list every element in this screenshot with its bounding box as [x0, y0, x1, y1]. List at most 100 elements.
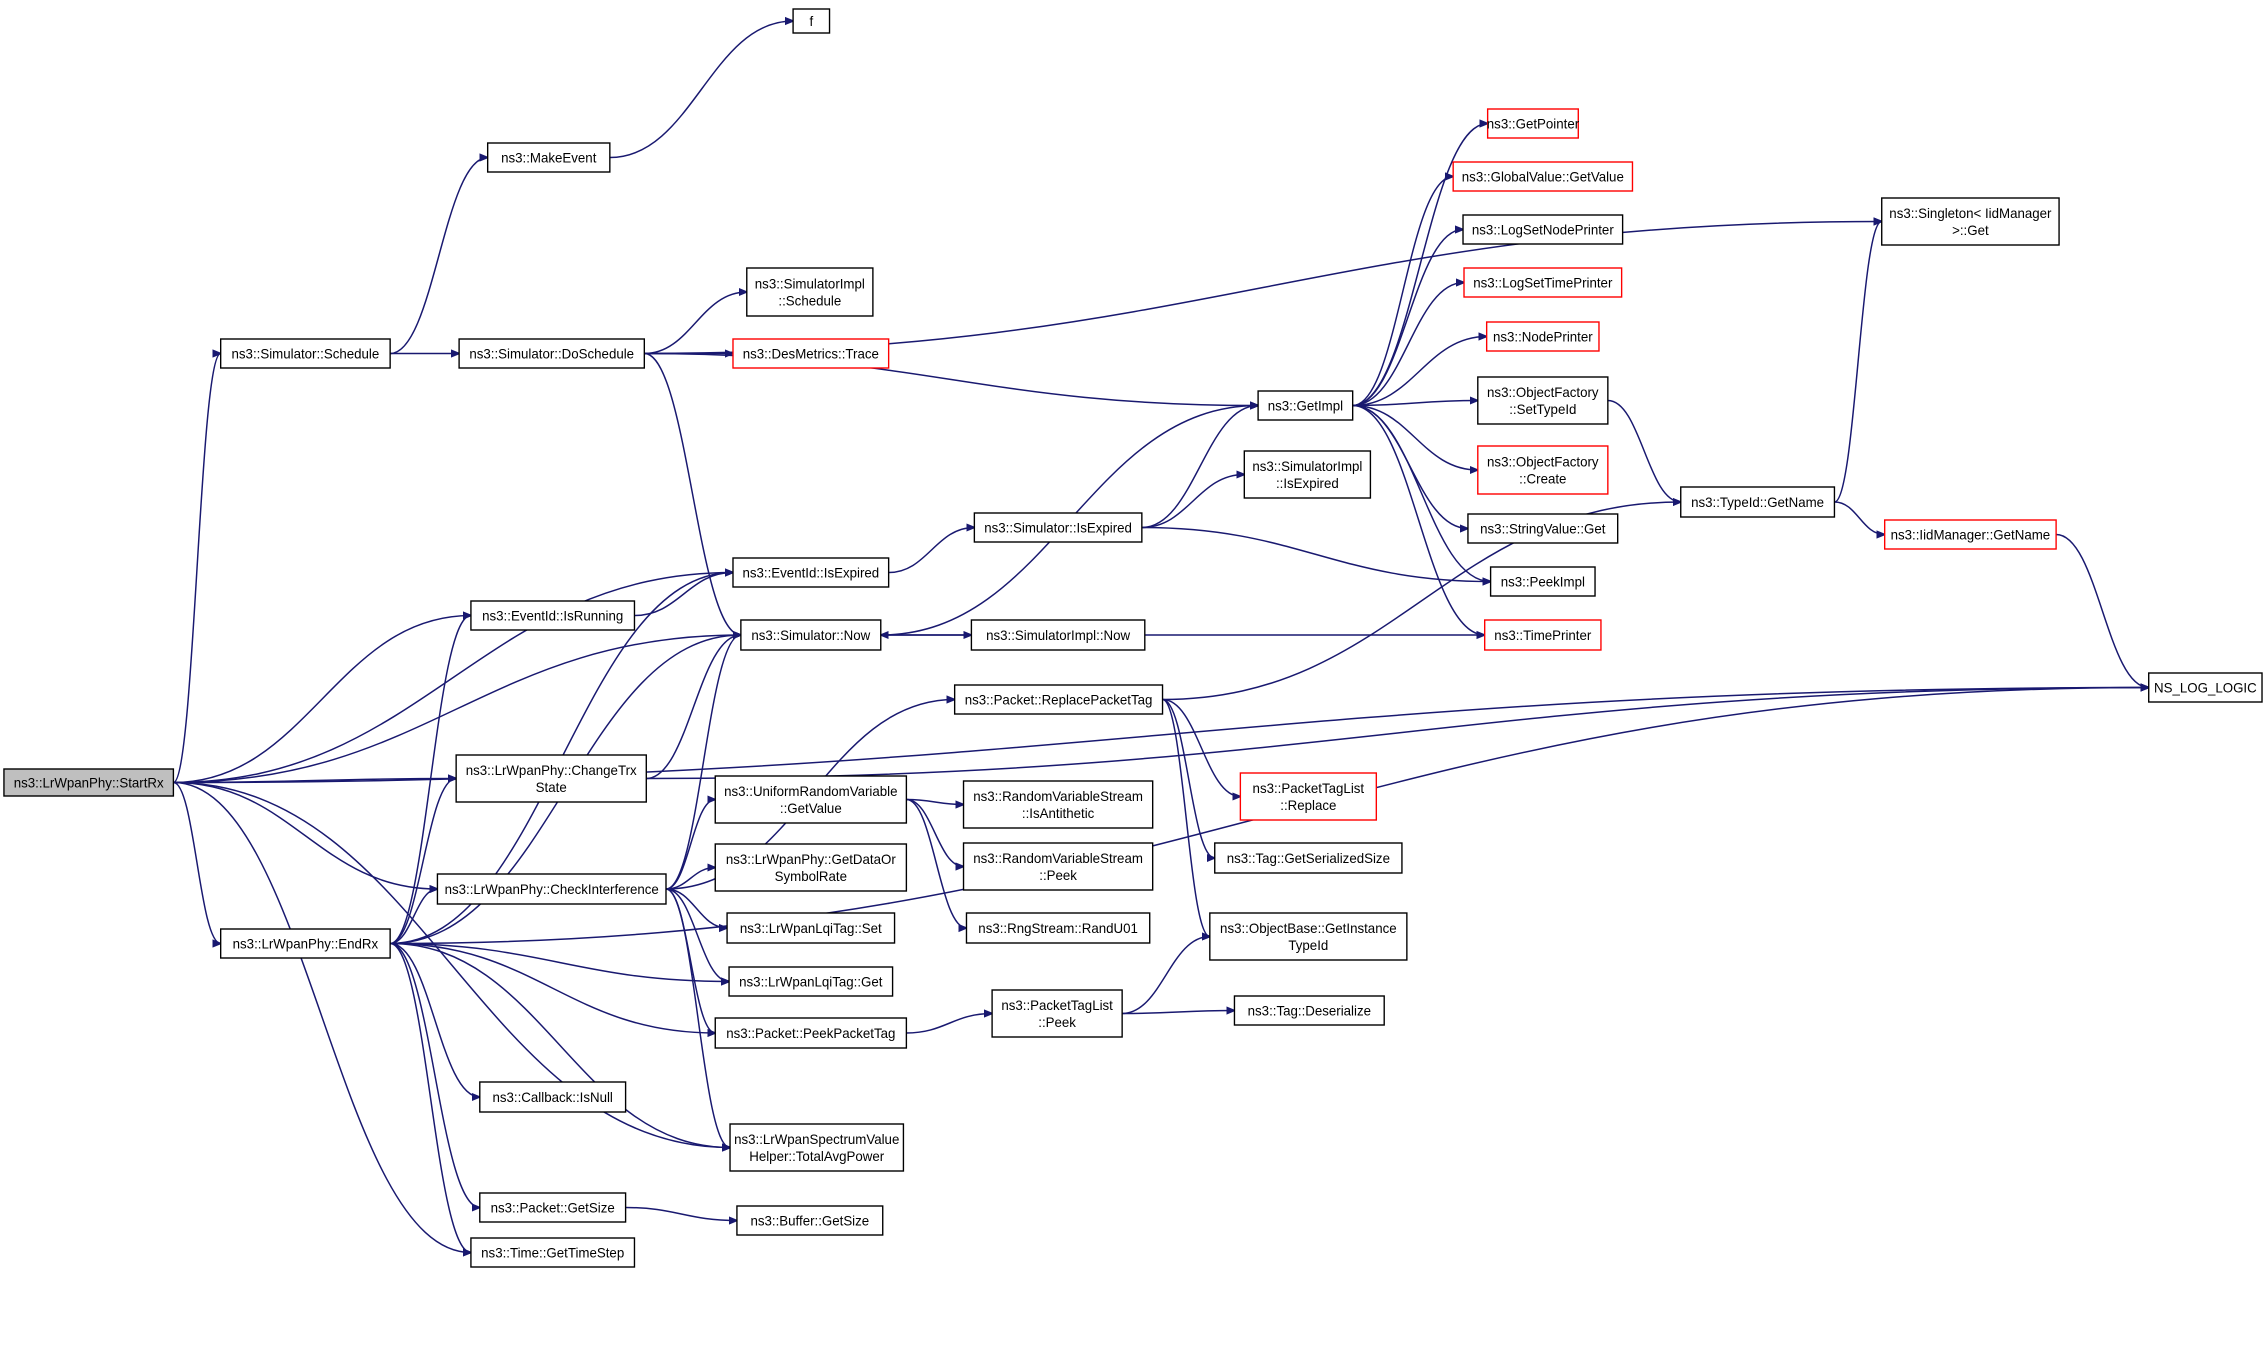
node-label: ns3::PacketTagList: [1001, 998, 1113, 1013]
edge-urv_getvalue-to-rvs_peek: [906, 798, 963, 867]
edge-replacepackettag-to-ptl_replace: [1162, 698, 1241, 797]
node-peekpackettag[interactable]: ns3::Packet::PeekPacketTag: [714, 1017, 908, 1049]
edge-replacepackettag-to-tag_getsersize: [1162, 698, 1215, 859]
edge-endrx-to-totalavgpower: [390, 942, 730, 1148]
node-typeid_getname[interactable]: ns3::TypeId::GetName: [1680, 486, 1836, 518]
node-simimpl_now[interactable]: ns3::SimulatorImpl::Now: [970, 619, 1146, 651]
node-tag_deserialize[interactable]: ns3::Tag::Deserialize: [1233, 995, 1385, 1026]
node-checkinterference[interactable]: ns3::LrWpanPhy::CheckInterference: [436, 873, 667, 905]
node-sim_now[interactable]: ns3::Simulator::Now: [740, 619, 882, 651]
node-tag_getsersize[interactable]: ns3::Tag::GetSerializedSize: [1214, 842, 1403, 874]
edge-startrx-to-checkinterference: [173, 781, 437, 890]
node-singleton[interactable]: ns3::Singleton< IidManager>::Get: [1881, 197, 2060, 246]
node-schedule[interactable]: ns3::Simulator::Schedule: [219, 338, 391, 369]
edge-changetrx-to-ns_log_logic: [646, 688, 2148, 780]
node-box: [1680, 486, 1836, 518]
node-desmetrics[interactable]: ns3::DesMetrics::Trace: [732, 338, 890, 369]
node-stringvalue[interactable]: ns3::StringValue::Get: [1467, 513, 1619, 544]
node-logsettime[interactable]: ns3::LogSetTimePrinter: [1463, 267, 1623, 298]
node-lqi_set[interactable]: ns3::LrWpanLqiTag::Set: [726, 912, 896, 944]
edge-endrx-to-peekpackettag: [390, 942, 715, 1034]
node-label: ns3::LrWpanPhy::CheckInterference: [445, 882, 659, 897]
node-isantithetic[interactable]: ns3::RandomVariableStream::IsAntithetic: [962, 780, 1154, 829]
edge-endrx-to-gettimestep: [389, 942, 471, 1253]
node-label: ns3::ObjectBase::GetInstance: [1220, 921, 1397, 936]
node-box: [1463, 267, 1623, 298]
node-globalvalue[interactable]: ns3::GlobalValue::GetValue: [1452, 161, 1634, 192]
node-rvs_peek[interactable]: ns3::RandomVariableStream::Peek: [962, 842, 1154, 891]
node-label: ns3::SimulatorImpl: [755, 276, 865, 291]
node-box: [1477, 445, 1609, 495]
node-label: ns3::LrWpanLqiTag::Get: [739, 974, 883, 989]
node-iidmanager[interactable]: ns3::IidManager::GetName: [1883, 519, 2057, 550]
node-ofcreate[interactable]: ns3::ObjectFactory::Create: [1477, 445, 1609, 495]
node-buffer_getsize[interactable]: ns3::Buffer::GetSize: [736, 1205, 884, 1236]
node-urv_getvalue[interactable]: ns3::UniformRandomVariable::GetValue: [714, 775, 908, 824]
node-doschedule[interactable]: ns3::Simulator::DoSchedule: [458, 338, 646, 369]
node-label: ::Replace: [1280, 798, 1336, 813]
edge-getimpl-to-logsetnode: [1352, 230, 1463, 407]
edge-eventid_isrunning-to-eventid_isexpired: [634, 573, 733, 617]
node-lqi_get[interactable]: ns3::LrWpanLqiTag::Get: [728, 966, 894, 997]
node-box: [973, 512, 1143, 543]
node-randu01[interactable]: ns3::RngStream::RandU01: [965, 912, 1151, 944]
edge-startrx-to-changetrx: [173, 779, 456, 784]
node-label: NS_LOG_LOGIC: [2154, 680, 2257, 695]
node-logsetnode[interactable]: ns3::LogSetNodePrinter: [1462, 214, 1624, 245]
node-box: [470, 1237, 636, 1268]
node-sim_isexpired[interactable]: ns3::Simulator::IsExpired: [973, 512, 1143, 543]
node-box: [486, 142, 611, 173]
node-setypeid[interactable]: ns3::ObjectFactory::SetTypeId: [1477, 376, 1609, 425]
node-startrx[interactable]: ns3::LrWpanPhy::StartRx: [3, 768, 175, 797]
node-label: ::SetTypeId: [1509, 402, 1576, 417]
node-label: TypeId: [1288, 938, 1328, 953]
edge-replacepackettag-to-objectbase: [1162, 698, 1210, 937]
node-timeprinter[interactable]: ns3::TimePrinter: [1484, 619, 1602, 651]
node-eventid_isrunning[interactable]: ns3::EventId::IsRunning: [470, 600, 636, 631]
edge-endrx-to-eventid_isrunning: [389, 616, 471, 945]
node-box: [1257, 390, 1354, 421]
node-label: >::Get: [1952, 223, 1989, 238]
node-ptl_replace[interactable]: ns3::PacketTagList::Replace: [1239, 772, 1378, 821]
node-simimpl_isexpired[interactable]: ns3::SimulatorImpl::IsExpired: [1243, 450, 1372, 499]
node-box: [1462, 214, 1624, 245]
edge-iidmanager-to-ns_log_logic: [2056, 533, 2149, 688]
node-gettimestep[interactable]: ns3::Time::GetTimeStep: [470, 1237, 636, 1268]
node-endrx[interactable]: ns3::LrWpanPhy::EndRx: [219, 928, 391, 959]
node-box: [726, 912, 896, 944]
node-label: ns3::Callback::IsNull: [492, 1090, 612, 1105]
node-box: [1477, 376, 1609, 425]
edge-checkinterference-to-totalavgpower: [665, 888, 730, 1148]
node-label: ::IsExpired: [1276, 476, 1339, 491]
node-simimpl_schedule[interactable]: ns3::SimulatorImpl::Schedule: [746, 267, 874, 317]
node-box: [1214, 842, 1403, 874]
node-replacepackettag[interactable]: ns3::Packet::ReplacePacketTag: [953, 684, 1164, 715]
node-peekimpl[interactable]: ns3::PeekImpl: [1489, 566, 1596, 597]
node-totalavgpower[interactable]: ns3::LrWpanSpectrumValueHelper::TotalAvg…: [729, 1123, 905, 1172]
node-label: ns3::ObjectFactory: [1487, 385, 1599, 400]
node-box: [3, 768, 175, 797]
node-label: ::GetValue: [780, 801, 842, 816]
node-box: [2148, 672, 2263, 703]
node-label: ns3::Simulator::Schedule: [232, 346, 380, 361]
node-ns_log_logic[interactable]: NS_LOG_LOGIC: [2148, 672, 2263, 703]
edge-ptl_peek-to-tag_deserialize: [1122, 1011, 1234, 1014]
node-getpointer[interactable]: ns3::GetPointer: [1487, 108, 1580, 139]
node-label: ns3::LrWpanLqiTag::Set: [740, 921, 882, 936]
node-label: ns3::NodePrinter: [1493, 329, 1593, 344]
node-callback_isnull[interactable]: ns3::Callback::IsNull: [479, 1081, 627, 1113]
node-packet_getsize[interactable]: ns3::Packet::GetSize: [479, 1192, 627, 1223]
node-nodeprinter[interactable]: ns3::NodePrinter: [1485, 321, 1600, 352]
edge-endrx-to-callback_isnull: [390, 942, 480, 1098]
node-eventid_isexpired[interactable]: ns3::EventId::IsExpired: [732, 557, 890, 588]
node-getimpl[interactable]: ns3::GetImpl: [1257, 390, 1354, 421]
node-label: ns3::Singleton< IidManager: [1889, 206, 2052, 221]
node-ptl_peek[interactable]: ns3::PacketTagList::Peek: [991, 989, 1123, 1038]
node-f[interactable]: f: [792, 8, 831, 34]
node-makeevent[interactable]: ns3::MakeEvent: [486, 142, 611, 173]
node-label: ns3::EventId::IsRunning: [482, 608, 623, 623]
